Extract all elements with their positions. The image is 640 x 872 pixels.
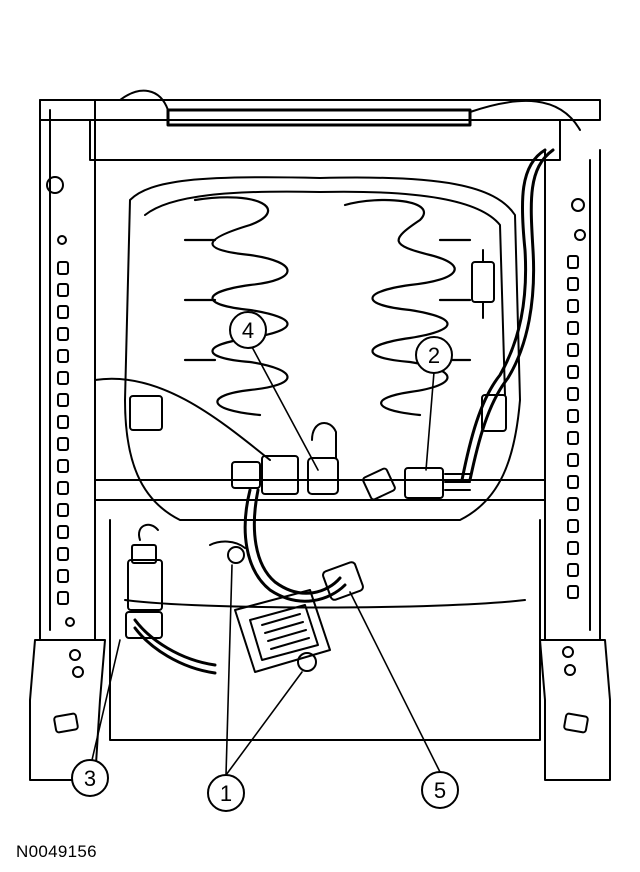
right-side-rail <box>544 149 601 641</box>
harness-connectors <box>129 249 507 501</box>
figure-id-label: N0049156 <box>16 842 97 861</box>
lower-brackets <box>29 639 611 781</box>
left-side-rail <box>39 99 96 641</box>
callout-5: 5 <box>421 771 459 809</box>
wiring-harness <box>133 148 555 675</box>
svg-text:4: 4 <box>242 318 254 343</box>
svg-text:2: 2 <box>428 343 440 368</box>
left-lower-connector <box>125 523 163 639</box>
seat-cushion-outline <box>109 176 541 741</box>
leader-lines <box>91 346 441 776</box>
svg-text:5: 5 <box>434 778 446 803</box>
callout-4: 4 <box>229 311 267 349</box>
seat-springs <box>183 196 472 417</box>
seat-control-module <box>209 540 331 673</box>
callout-1: 1 <box>207 774 245 812</box>
svg-text:3: 3 <box>84 766 96 791</box>
harness-connector-5 <box>322 561 364 601</box>
callout-2: 2 <box>415 336 453 374</box>
seat-back-frame <box>39 89 601 161</box>
callout-3: 3 <box>71 759 109 797</box>
svg-text:1: 1 <box>220 781 232 806</box>
